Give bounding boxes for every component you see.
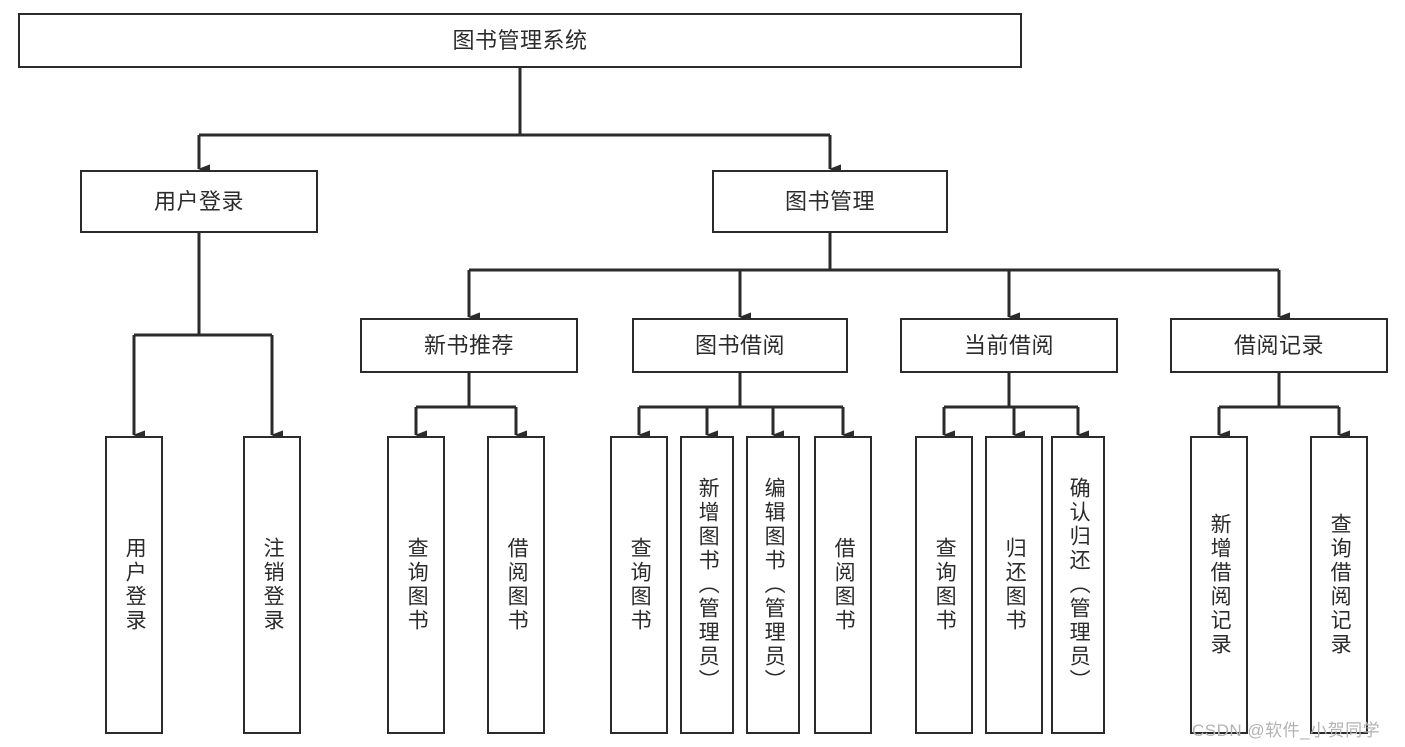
node-leaf_5[interactable]: 新增图书（管理员） — [680, 436, 734, 734]
node-leaf_10[interactable]: 确认归还（管理员） — [1051, 436, 1105, 734]
node-label: 借阅图书 — [832, 537, 856, 633]
node-label: 当前借阅 — [963, 332, 1054, 358]
node-l3_1[interactable]: 图书借阅 — [632, 318, 848, 373]
node-label: 图书管理 — [784, 188, 875, 214]
node-leaf_4[interactable]: 查询图书 — [610, 436, 668, 734]
node-label: 用户登录 — [153, 188, 244, 214]
node-leaf_12[interactable]: 查询借阅记录 — [1310, 436, 1368, 734]
node-leaf_7[interactable]: 借阅图书 — [814, 436, 872, 734]
node-leaf_11[interactable]: 新增借阅记录 — [1190, 436, 1248, 734]
node-leaf_9[interactable]: 归还图书 — [985, 436, 1043, 734]
node-leaf_3[interactable]: 借阅图书 — [487, 436, 545, 734]
node-label: 图书管理系统 — [452, 27, 588, 53]
node-leaf_0[interactable]: 用户登录 — [105, 436, 163, 734]
node-label: 查询图书 — [933, 537, 957, 633]
node-label: 确认归还（管理员） — [1067, 477, 1091, 693]
node-root[interactable]: 图书管理系统 — [18, 13, 1022, 68]
node-label: 新增图书（管理员） — [696, 477, 720, 693]
node-label: 借阅图书 — [505, 537, 529, 633]
node-label: 借阅记录 — [1233, 332, 1324, 358]
node-label: 查询图书 — [405, 537, 429, 633]
node-leaf_6[interactable]: 编辑图书（管理员） — [746, 436, 800, 734]
node-label: 注销登录 — [261, 537, 285, 633]
node-label: 图书借阅 — [694, 332, 785, 358]
node-label: 查询借阅记录 — [1328, 513, 1352, 657]
node-label: 编辑图书（管理员） — [762, 477, 786, 693]
node-label: 新增借阅记录 — [1208, 513, 1232, 657]
node-l3_2[interactable]: 当前借阅 — [900, 318, 1118, 373]
node-label: 新书推荐 — [423, 332, 514, 358]
node-leaf_1[interactable]: 注销登录 — [243, 436, 301, 734]
node-leaf_8[interactable]: 查询图书 — [915, 436, 973, 734]
node-l3_3[interactable]: 借阅记录 — [1170, 318, 1388, 373]
node-label: 用户登录 — [123, 537, 147, 633]
node-l2_0[interactable]: 用户登录 — [80, 170, 318, 233]
node-label: 查询图书 — [628, 537, 652, 633]
node-label: 归还图书 — [1003, 537, 1027, 633]
node-l2_1[interactable]: 图书管理 — [712, 170, 948, 233]
node-leaf_2[interactable]: 查询图书 — [387, 436, 445, 734]
node-l3_0[interactable]: 新书推荐 — [360, 318, 578, 373]
